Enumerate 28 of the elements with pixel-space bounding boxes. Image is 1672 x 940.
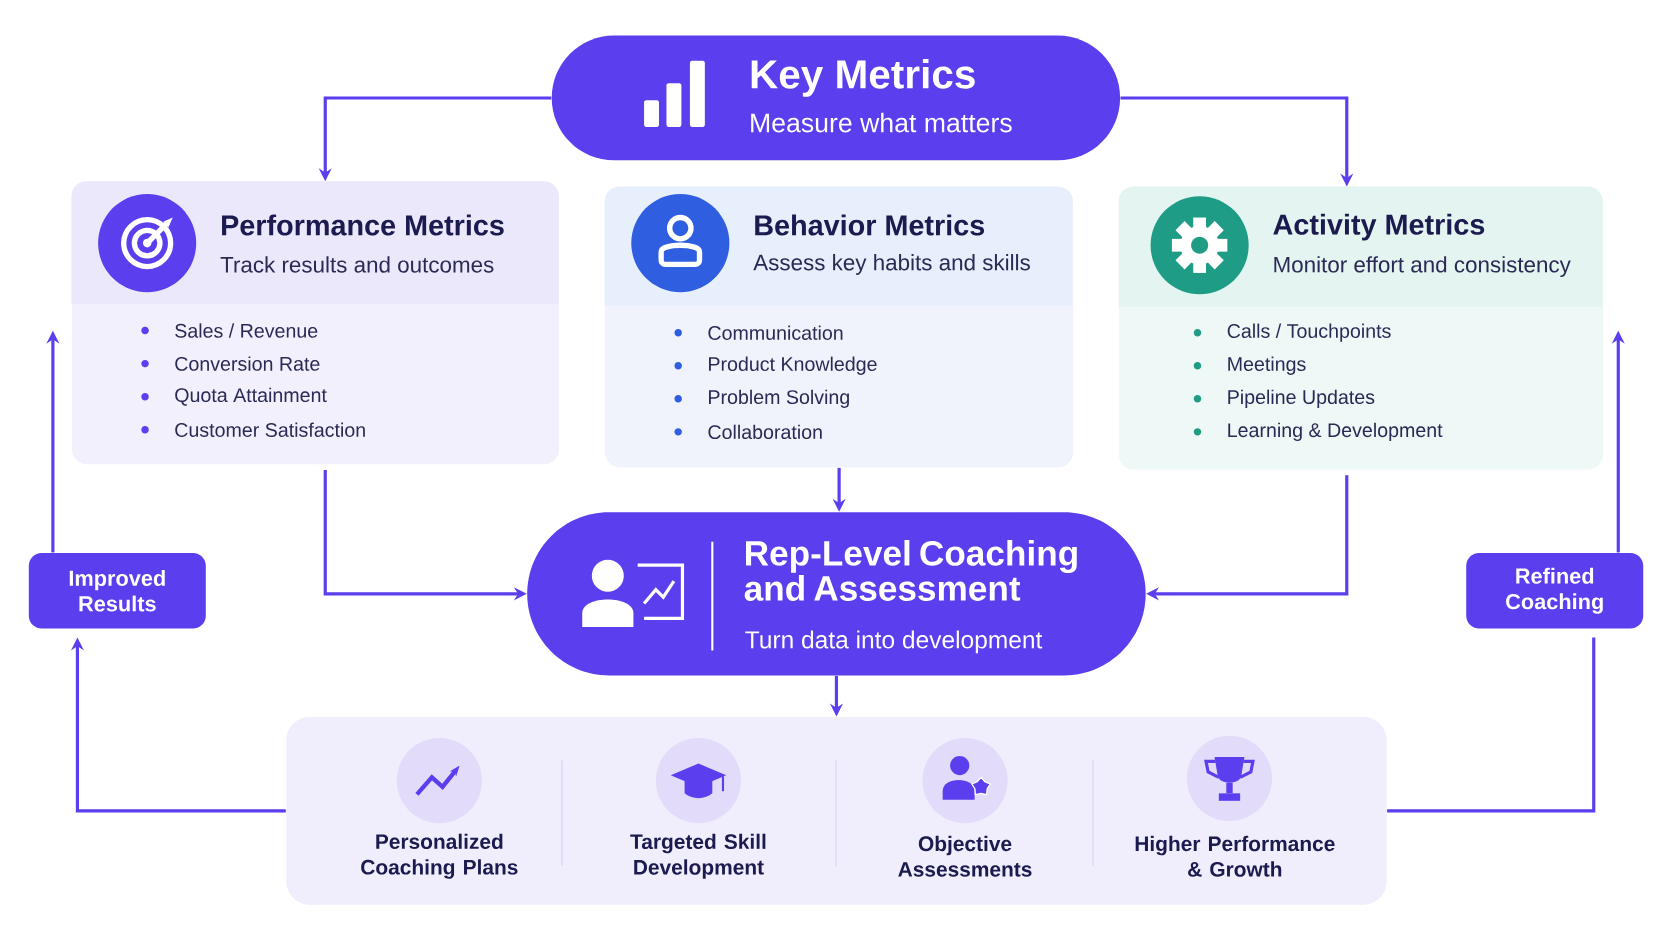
card-title: Behavior Metrics — [755, 214, 985, 236]
card-subtitle: Track results and outcomes — [220, 256, 494, 273]
card-subtitle: Assess key habits and skills — [753, 253, 1030, 275]
card-title: Performance Metrics — [222, 214, 504, 236]
bullet-item: Learning & Development — [1193, 422, 1443, 441]
title: Rep-Level Coaching and Assessment — [744, 539, 1077, 601]
item-label: Targeted Skill Development — [630, 833, 766, 879]
bullet-item: Meetings — [1193, 356, 1306, 375]
title: Key Metrics — [751, 58, 975, 97]
bullet-item: Conversion Rate — [141, 356, 320, 371]
bullet-item: Collaboration — [674, 424, 822, 439]
bullet-item: Sales / Revenue — [141, 323, 318, 338]
item-label: Personalized Coaching Plans — [361, 833, 518, 879]
bullet-item: Problem Solving — [674, 389, 849, 408]
item-label: Objective Assessments — [898, 835, 1032, 877]
item-label: Higher Performance & Growth — [1135, 835, 1335, 877]
label-box: Refined Coaching — [1466, 552, 1644, 629]
bullet-item: Pipeline Updates — [1193, 389, 1375, 408]
card-title: Activity Metrics — [1273, 213, 1485, 241]
label-box: Improved Results — [28, 552, 206, 629]
bullet-item: Product Knowledge — [674, 356, 877, 375]
card-subtitle: Monitor effort and consistency — [1274, 255, 1571, 277]
bullet-item: Customer Satisfaction — [141, 422, 365, 437]
bullet-item: Quota Attainment — [141, 387, 327, 406]
subtitle: Turn data into development — [745, 630, 1043, 654]
bullet-item: Calls / Touchpoints — [1193, 323, 1391, 342]
bullet-item: Communication — [674, 325, 843, 340]
subtitle: Measure what matters — [751, 112, 1012, 133]
